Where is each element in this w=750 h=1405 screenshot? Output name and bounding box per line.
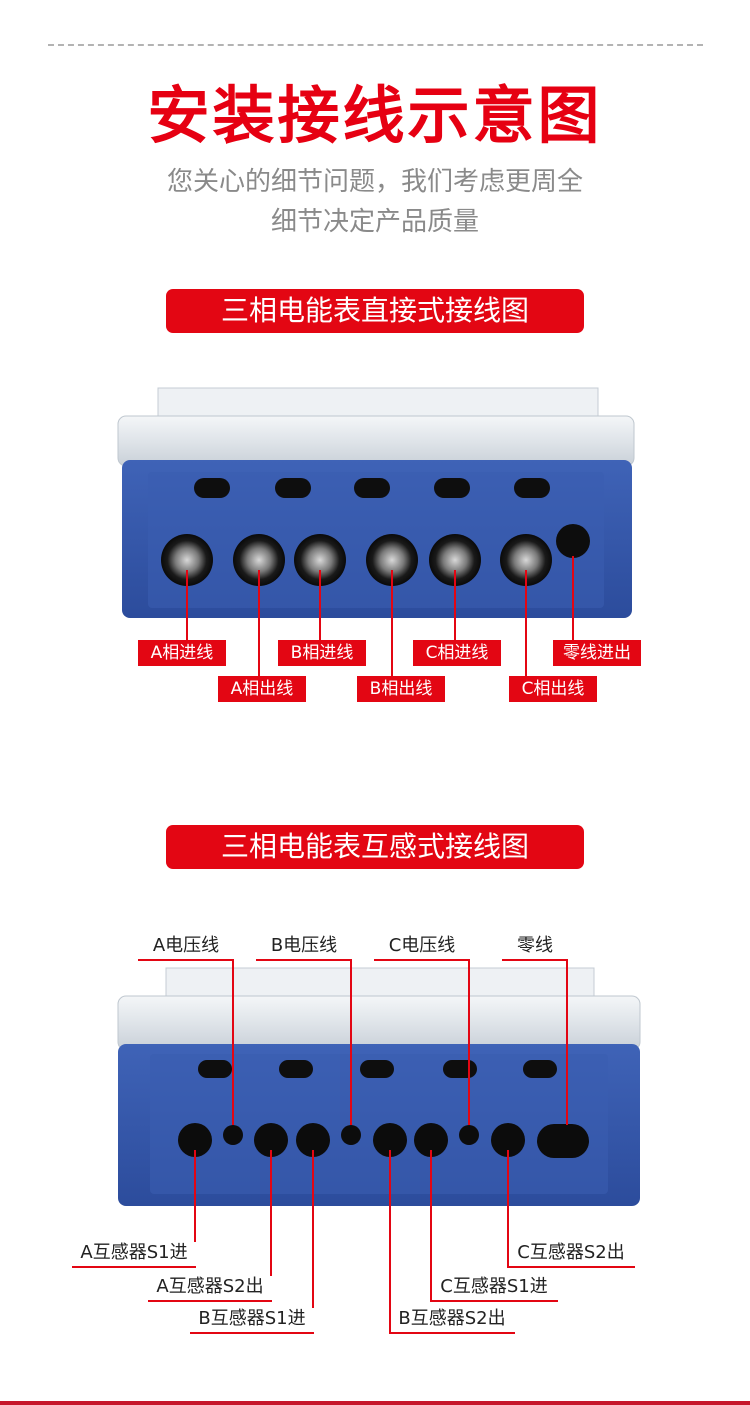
label-a-ct-s2-out: A互感器S2出 bbox=[148, 1274, 272, 1302]
label-b-ct-s2-out: B互感器S2出 bbox=[389, 1306, 515, 1334]
top-divider bbox=[48, 44, 703, 46]
page-title: 安装接线示意图 bbox=[147, 79, 603, 152]
leader-line bbox=[507, 1150, 509, 1266]
subtitle-line-2: 细节决定产品质量 bbox=[270, 207, 479, 237]
leader-line bbox=[270, 1150, 272, 1276]
label-neutral: 零线进出 bbox=[553, 640, 641, 666]
leader-line bbox=[319, 570, 321, 642]
section-heading-ct: 三相电能表互感式接线图 bbox=[166, 825, 584, 869]
bottom-bar bbox=[0, 1401, 750, 1405]
label-a-ct-s1-in: A互感器S1进 bbox=[72, 1240, 196, 1268]
meter-illustration-direct bbox=[117, 387, 635, 618]
subtitle-line-1: 您关心的细节问题，我们考虑更周全 bbox=[166, 167, 583, 197]
leader-line bbox=[566, 959, 568, 1125]
leader-line bbox=[186, 570, 188, 642]
leader-line bbox=[468, 959, 470, 1125]
leader-line bbox=[232, 959, 234, 1125]
leader-line bbox=[391, 570, 393, 678]
leader-line bbox=[194, 1150, 196, 1242]
leader-line bbox=[430, 1150, 432, 1300]
label-a-out: A相出线 bbox=[218, 676, 306, 702]
label-c-ct-s1-in: C互感器S1进 bbox=[430, 1274, 558, 1302]
label-b-ct-s1-in: B互感器S1进 bbox=[190, 1306, 314, 1334]
meter-illustration-ct bbox=[117, 967, 641, 1206]
label-c-in: C相进线 bbox=[413, 640, 501, 666]
label-a-in: A相进线 bbox=[138, 640, 226, 666]
label-b-out: B相出线 bbox=[357, 676, 445, 702]
label-b-voltage: B电压线 bbox=[256, 933, 352, 961]
leader-line bbox=[525, 570, 527, 678]
leader-line bbox=[312, 1150, 314, 1308]
label-a-voltage: A电压线 bbox=[138, 933, 234, 961]
leader-line bbox=[258, 570, 260, 678]
section-heading-direct: 三相电能表直接式接线图 bbox=[166, 289, 584, 333]
label-c-ct-s2-out: C互感器S2出 bbox=[507, 1240, 635, 1268]
label-neutral-line: 零线 bbox=[502, 933, 568, 961]
leader-line bbox=[350, 959, 352, 1125]
label-c-voltage: C电压线 bbox=[374, 933, 470, 961]
leader-line bbox=[389, 1150, 391, 1334]
label-b-in: B相进线 bbox=[278, 640, 366, 666]
label-c-out: C相出线 bbox=[509, 676, 597, 702]
leader-line bbox=[572, 556, 574, 642]
leader-line bbox=[454, 570, 456, 642]
